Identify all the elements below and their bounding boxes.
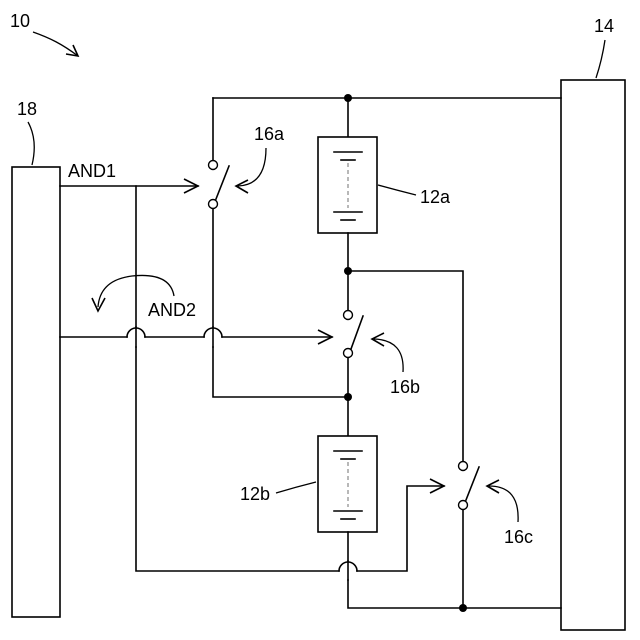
battery-a-label: 12a <box>420 187 451 207</box>
load-leader <box>596 40 605 78</box>
switch-b-label: 16b <box>390 377 420 397</box>
node-bottom <box>459 604 467 612</box>
signal-and1-label: AND1 <box>68 161 116 181</box>
signal-and2-label: AND2 <box>148 300 196 320</box>
switch-a-leader <box>238 148 266 186</box>
wire-to-switch-c <box>348 271 463 462</box>
switch-b-top-contact <box>344 311 353 320</box>
figure-ref-arrow <box>33 32 78 56</box>
load-block <box>561 80 625 630</box>
battery-a-leader <box>378 185 416 195</box>
switch-a-bottom-contact <box>209 200 218 209</box>
battery-b-label: 12b <box>240 484 270 504</box>
switch-b-blade <box>351 316 363 349</box>
switch-a-leader-arrowhead <box>236 180 248 193</box>
switch-a-return-wire <box>213 347 348 397</box>
bottom-rail-wire <box>348 580 561 608</box>
and1-branch-lower <box>136 347 339 571</box>
figure-ref-label: 10 <box>10 11 30 31</box>
controller-leader <box>28 122 34 165</box>
switch-c-label: 16c <box>504 527 533 547</box>
switch-b-leader <box>374 339 403 372</box>
controller-block <box>12 167 60 617</box>
switch-c-top-contact <box>459 462 468 471</box>
controller-label: 18 <box>17 99 37 119</box>
switch-a-blade <box>216 166 229 199</box>
switch-a-label: 16a <box>254 124 285 144</box>
switch-a-top-contact <box>209 161 218 170</box>
load-label: 14 <box>594 16 614 36</box>
switch-c-bottom-contact <box>459 501 468 510</box>
switch-c-blade <box>466 467 479 500</box>
battery-b-leader <box>276 482 316 493</box>
switch-c-leader <box>489 486 518 522</box>
